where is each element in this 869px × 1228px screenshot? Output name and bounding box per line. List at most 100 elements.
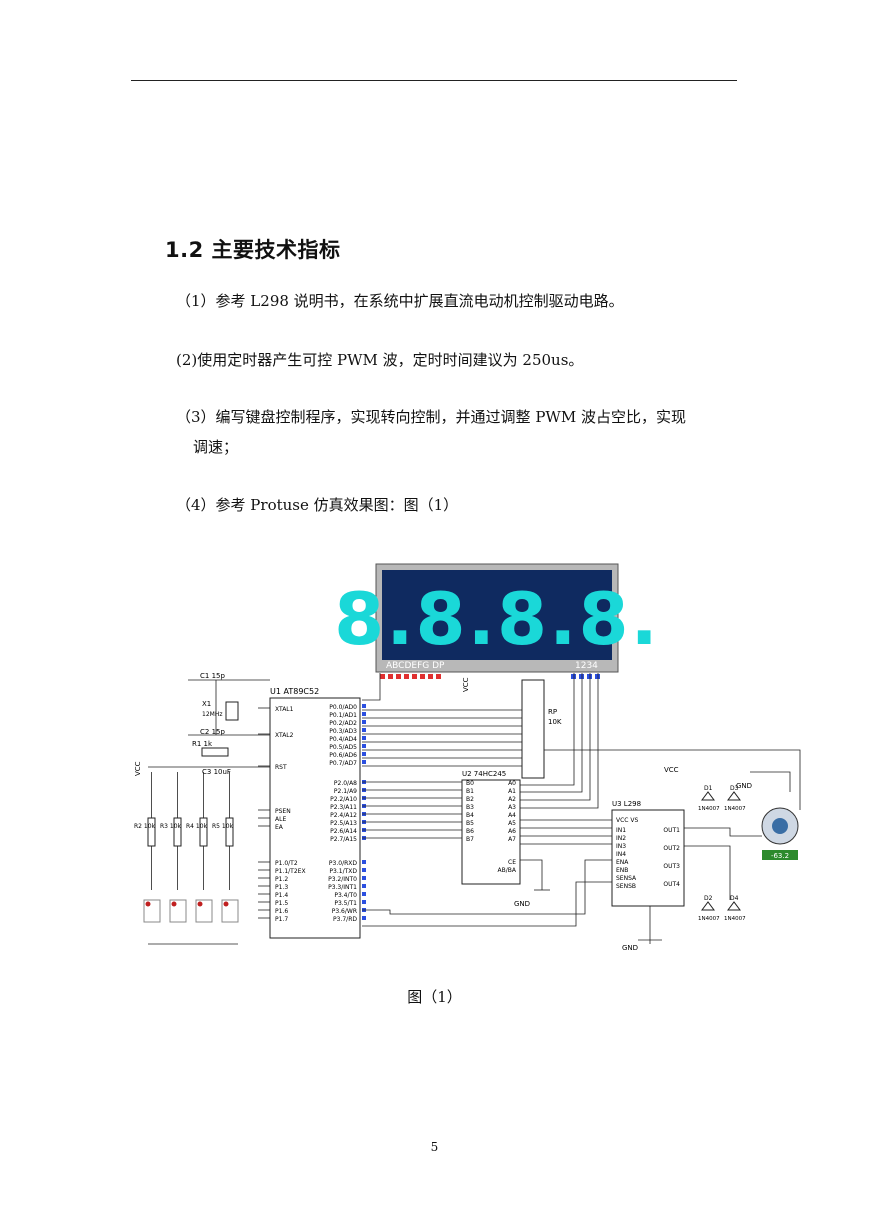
driver-input-pin: SENSA (616, 875, 637, 882)
crystal-freq: 12MHz (202, 711, 222, 718)
requirement-1: （1）参考 L298 说明书，在系统中扩展直流电动机控制驱动电路。 (176, 292, 624, 310)
gnd-label-buffer: GND (514, 900, 530, 908)
mcu-right-pin (362, 892, 366, 896)
pull-up-resistor-label: R5 10k (212, 823, 234, 830)
key-buttons (143, 899, 239, 945)
driver-input-pin: ENB (616, 867, 628, 874)
display-seg-pin (388, 674, 393, 679)
circuit-schematic: 8.8.8.8. ABCDEFG DP 1234 U1 AT89C52 XTAL… (134, 563, 801, 952)
key-button (221, 899, 239, 923)
driver-chip: U3 L298 VCC VS IN1IN2IN3IN4ENAENBSENSASE… (611, 766, 752, 952)
motor: -63.2 (761, 807, 799, 860)
key-button-marker (223, 901, 229, 907)
display-seg-label: ABCDEFG DP (386, 661, 445, 671)
mcu-left-pin-label: EA (275, 824, 284, 831)
mcu-right-pin-label: P2.6/A14 (330, 828, 357, 835)
key-button (195, 899, 213, 923)
display-seg-pin (380, 674, 385, 679)
buffer-b-pin: B6 (466, 828, 474, 835)
diode-type: 1N4007 (724, 916, 746, 922)
diode-label: D1 (704, 785, 713, 792)
driver-label: U3 L298 (612, 800, 641, 808)
mcu-chip: U1 AT89C52 XTAL1XTAL2RSTPSENALEEAP1.0/T2… (258, 687, 366, 939)
diode-symbol (727, 791, 741, 801)
mcu-right-pin-label: P0.7/AD7 (329, 760, 357, 767)
page-number: 5 (430, 1140, 439, 1154)
mcu-right-pin (362, 916, 366, 920)
cap-c3: C3 10uF (202, 768, 231, 776)
mcu-right-pin-label: P3.1/TXD (329, 868, 357, 875)
diode-symbol (701, 791, 715, 801)
key-button-marker (197, 901, 203, 907)
key-button (169, 899, 187, 923)
mcu-left-pin-label: P1.7 (275, 916, 288, 923)
buffer-a-pin: A0 (508, 780, 516, 787)
display-seg-pin (412, 674, 417, 679)
resistor-pack: RP 10K VCC (462, 677, 562, 779)
mcu-right-pin-label: P0.6/AD6 (329, 752, 357, 759)
mcu-right-pin (362, 720, 366, 724)
mcu-right-pin-label: P0.5/AD5 (329, 744, 357, 751)
driver-output-pin: OUT3 (663, 863, 680, 870)
buffer-b-pin: B2 (466, 796, 474, 803)
mcu-right-pin (362, 736, 366, 740)
buffer-a-pin: A4 (508, 812, 516, 819)
mcu-right-pin-label: P2.5/A13 (330, 820, 357, 827)
requirement-3: （3）编写键盘控制程序，实现转向控制，并通过调整 PWM 波占空比，实现 调速； (176, 402, 746, 462)
driver-pins: IN1IN2IN3IN4ENAENBSENSASENSBOUT1OUT2OUT3… (616, 827, 680, 890)
mcu-left-pin-label: P1.4 (275, 892, 288, 899)
mcu-left-pin-label: P1.0/T2 (275, 860, 298, 867)
display-seg-pin (436, 674, 441, 679)
buffer-b-pin: B5 (466, 820, 474, 827)
buffer-b-pin: B4 (466, 812, 474, 819)
mcu-right-pin-label: P0.0/AD0 (329, 704, 357, 711)
key-button-marker (171, 901, 177, 907)
diode-symbol (701, 901, 715, 911)
driver-input-pin: IN1 (616, 827, 626, 834)
crystal-circuit: X1 12MHz C1 15p C2 15p C3 10uF R1 1k VCC (134, 672, 270, 776)
driver-output-pin: OUT1 (663, 827, 680, 834)
pull-up-resistor-label: R2 10k (134, 823, 156, 830)
mcu-left-pin-label: XTAL1 (275, 706, 294, 713)
mcu-left-pin-label: P1.6 (275, 908, 288, 915)
driver-output-pin: OUT2 (663, 845, 680, 852)
driver-input-pin: ENA (616, 859, 629, 866)
diode-type: 1N4007 (724, 806, 746, 812)
mcu-right-pin-label: P2.1/A9 (334, 788, 357, 795)
mcu-right-pin (362, 712, 366, 716)
driver-top-pins: VCC VS (616, 817, 638, 824)
mcu-right-pin-label: P3.6/WR (332, 908, 357, 915)
mcu-right-pin-label: P3.3/INT1 (328, 884, 357, 891)
mcu-right-pin-label: P2.4/A12 (330, 812, 357, 819)
mcu-right-pin-label: P3.2/INT0 (328, 876, 357, 883)
display-pins (380, 674, 600, 679)
display-digits: 8.8.8.8. (334, 577, 660, 661)
display-seg-pin (428, 674, 433, 679)
buffer-chip: U2 74HC245 B0B1B2B3B4B5B6B7A0A1A2A3A4A5A… (461, 770, 530, 908)
driver-input-pin: IN3 (616, 843, 626, 850)
mcu-right-pin (362, 860, 366, 864)
requirement-3-text: （3）编写键盘控制程序，实现转向控制，并通过调整 PWM 波占空比，实现 (176, 408, 686, 426)
diode-label: D3 (730, 785, 739, 792)
requirement-2: (2)使用定时器产生可控 PWM 波，定时时间建议为 250us。 (176, 351, 584, 369)
circuit-figure: 8.8.8.8. ABCDEFG DP 1234 U1 AT89C52 XTAL… (130, 560, 820, 965)
driver-input-pin: IN4 (616, 851, 626, 858)
vcc-label-left: VCC (134, 761, 142, 776)
mcu-right-pin-label: P2.2/A10 (330, 796, 357, 803)
buffer-b-pin: B3 (466, 804, 474, 811)
gnd-label-driver: GND (622, 944, 638, 952)
mcu-right-pin (362, 744, 366, 748)
crystal-name: X1 (202, 700, 211, 708)
mcu-left-pins: XTAL1XTAL2RSTPSENALEEAP1.0/T2P1.1/T2EXP1… (258, 706, 306, 923)
display-com-pin (595, 674, 600, 679)
mcu-left-pin-label: P1.1/T2EX (275, 868, 306, 875)
display-com-label: 1234 (575, 661, 598, 671)
mcu-right-pin (362, 884, 366, 888)
mcu-left-pin-label: XTAL2 (275, 732, 294, 739)
pull-up-resistor-label: R4 10k (186, 823, 208, 830)
motor-value: -63.2 (771, 852, 789, 860)
buffer-a-pin: A1 (508, 788, 516, 795)
